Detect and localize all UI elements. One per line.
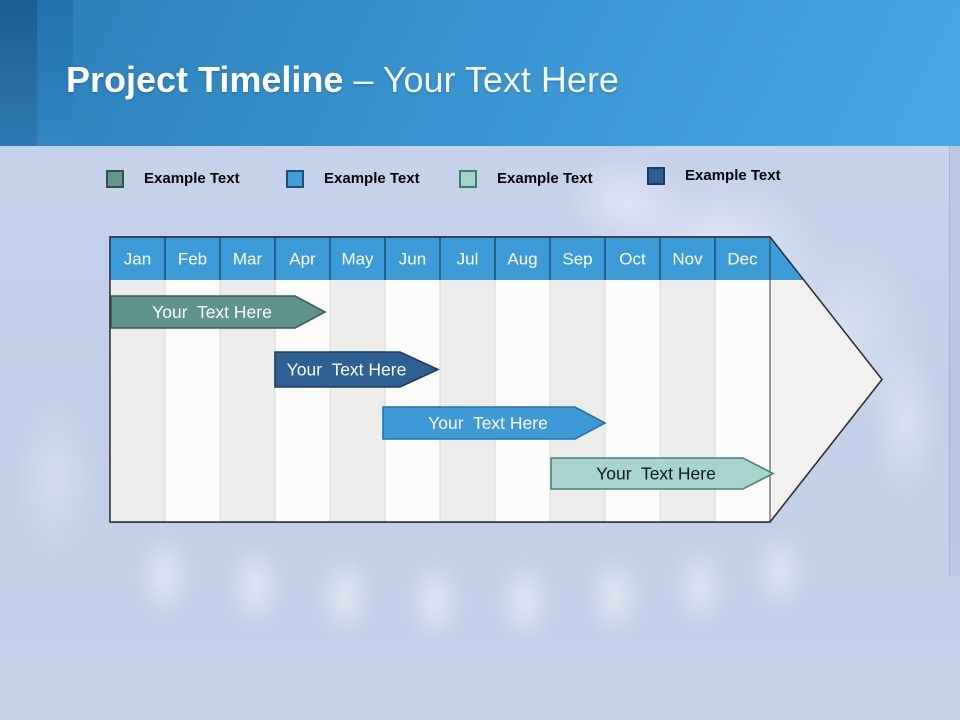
month-label: May	[341, 250, 374, 269]
month-label: Oct	[619, 250, 646, 269]
legend-item-4[interactable]: Example Text	[647, 166, 781, 185]
month-label: Nov	[672, 250, 703, 269]
month-column	[330, 280, 385, 522]
legend-swatch-navy	[647, 166, 665, 185]
month-column	[440, 280, 495, 522]
slide-title[interactable]: Project Timeline– Your Text Here	[66, 59, 619, 100]
legend-label: Example Text	[685, 167, 781, 184]
legend-swatch-teal-gray	[106, 169, 124, 188]
legend-item-3[interactable]: Example Text	[459, 169, 593, 188]
timeline-bar-2	[274, 655, 440, 692]
legend-item-2[interactable]: Example Text	[286, 169, 420, 188]
month-label: Apr	[289, 250, 316, 269]
timeline-bar-1	[110, 714, 307, 720]
timeline-bar-1[interactable]	[110, 295, 327, 329]
timeline-arrow-outline	[109, 236, 883, 523]
month-column	[715, 521, 770, 720]
timeline-bar-3	[382, 603, 607, 637]
timeline-bar-2[interactable]	[274, 351, 440, 388]
month-header-band[interactable]	[110, 237, 804, 280]
legend-label: Example Text	[144, 170, 240, 187]
month-label: Aug	[507, 250, 537, 269]
timeline-bar-label: Your Text Here	[287, 664, 407, 684]
timeline-arrow-shape	[109, 520, 883, 720]
background-photo-edge	[949, 146, 960, 576]
month-label: Feb	[178, 250, 207, 269]
month-label: Dec	[727, 250, 758, 269]
slide-banner	[0, 0, 960, 146]
month-column	[275, 521, 330, 720]
month-column	[495, 521, 550, 720]
timeline-bar-label: Your Text Here	[428, 610, 548, 630]
month-label: Mar	[233, 250, 263, 269]
legend-swatch-mint	[459, 169, 477, 188]
month-column	[605, 521, 660, 720]
timeline-bar-label: Your Text Here	[152, 302, 272, 322]
month-column	[110, 521, 165, 720]
month-label: Jun	[399, 250, 426, 269]
slide-title-bold: Project Timeline	[66, 59, 344, 100]
legend-item-1[interactable]: Example Text	[106, 169, 240, 188]
legend-label: Example Text	[497, 170, 593, 187]
month-column	[495, 280, 550, 522]
month-column	[550, 521, 605, 720]
legend-swatch-blue	[286, 169, 304, 188]
legend-label: Example Text	[324, 170, 420, 187]
timeline-bar-label: Your Text Here	[596, 464, 716, 484]
month-column	[440, 521, 495, 720]
month-column	[165, 521, 220, 720]
banner-stripe-dark	[0, 0, 37, 146]
banner-stripe-medium	[37, 0, 73, 146]
timeline-bar-4	[550, 553, 775, 586]
month-label: Jul	[457, 250, 479, 269]
month-column	[220, 521, 275, 720]
timeline-bar-label: Your Text Here	[287, 360, 407, 380]
month-column	[660, 521, 715, 720]
timeline-bar-label: Your Text Here	[428, 413, 548, 433]
month-column	[385, 280, 440, 522]
timeline-bar-label: Your Text Here	[596, 560, 716, 580]
timeline-bar-3[interactable]	[382, 406, 607, 440]
month-column	[385, 521, 440, 720]
timeline-bar-4[interactable]	[550, 457, 775, 490]
slide-title-rest: – Your Text Here	[353, 59, 619, 100]
month-column	[330, 521, 385, 720]
month-label: Sep	[562, 250, 592, 269]
timeline-reflection: JanFebMarAprMayJunJulAugSepOctNovDecYour…	[109, 520, 883, 720]
month-label: Jan	[124, 250, 151, 269]
